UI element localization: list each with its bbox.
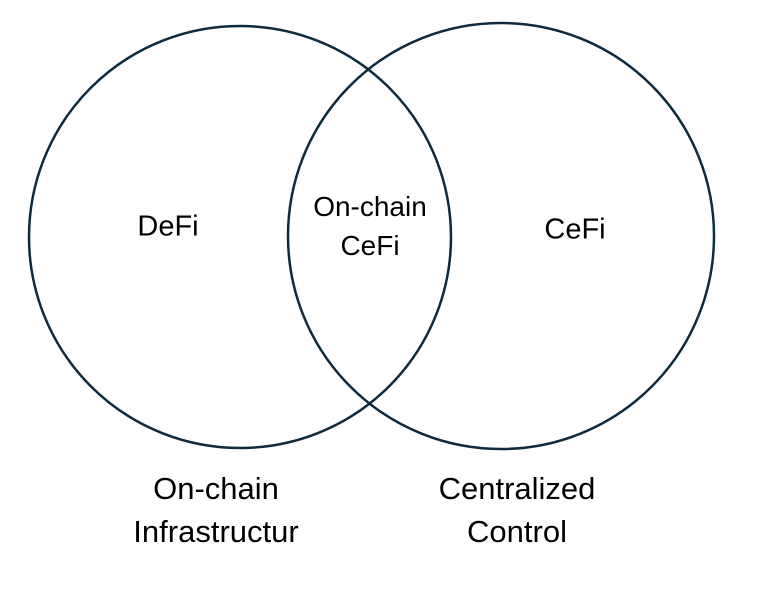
intersection-label: On-chain CeFi (313, 187, 427, 265)
right-circle-caption-line2: Control (467, 514, 567, 549)
intersection-label-line1: On-chain (313, 191, 427, 222)
left-circle-caption: On-chain Infrastructur (133, 467, 298, 553)
right-circle (286, 21, 716, 451)
right-circle-caption-line1: Centralized (438, 471, 596, 506)
right-circle-label: CeFi (544, 213, 606, 246)
left-circle-caption-line1: On-chain (153, 471, 279, 506)
left-circle-label: DeFi (137, 210, 199, 243)
intersection-label-line2: CeFi (340, 230, 400, 261)
right-circle-caption: Centralized Control (439, 467, 596, 553)
left-circle-caption-line2: Infrastructur (133, 514, 299, 549)
left-circle (27, 24, 453, 450)
